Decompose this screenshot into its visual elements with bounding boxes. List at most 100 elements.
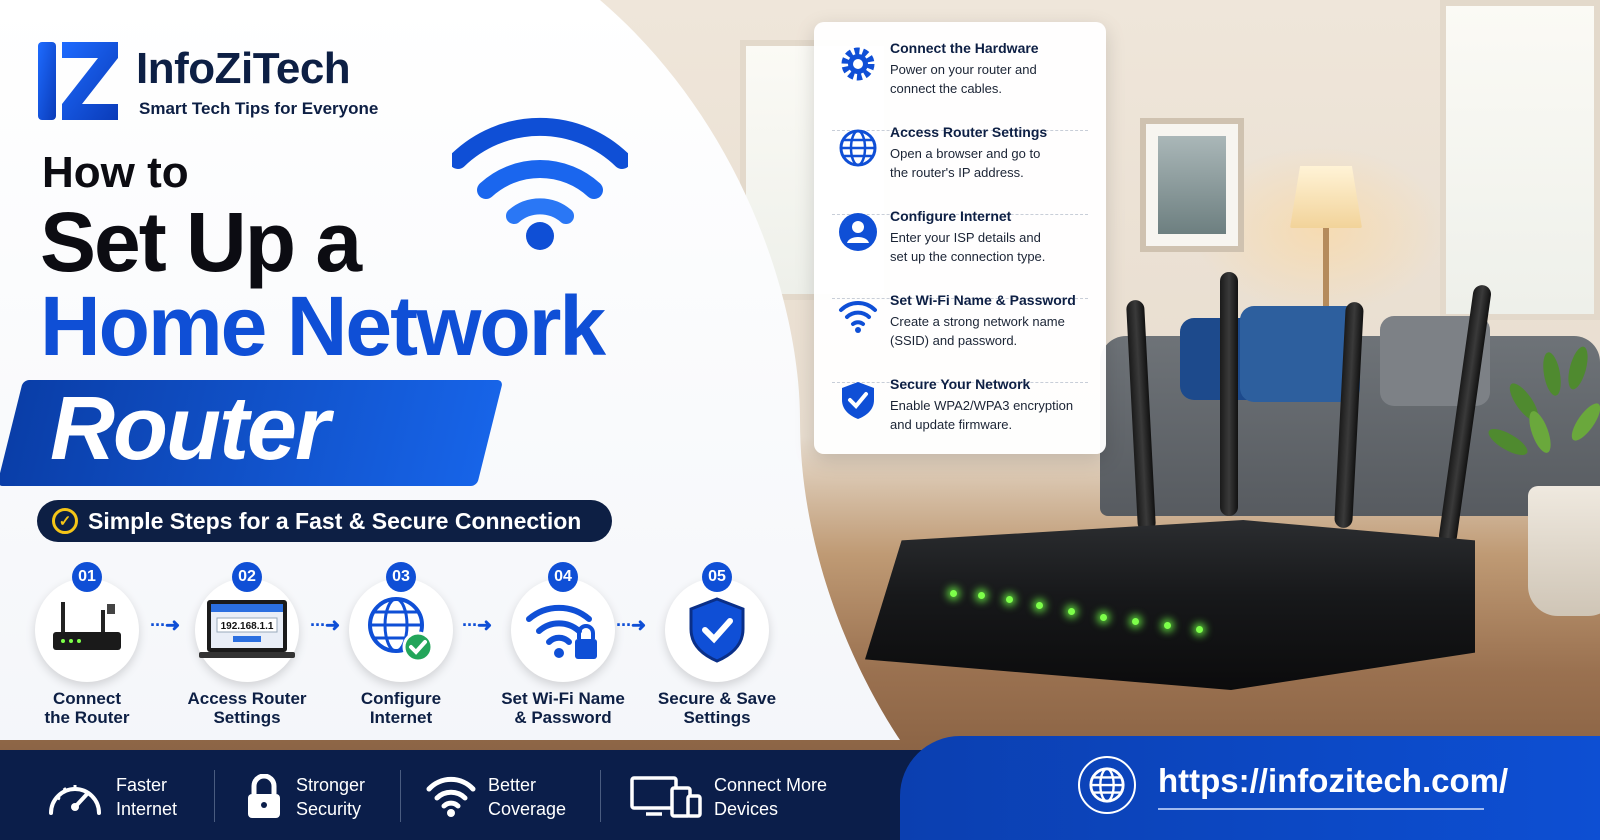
step-icon-circle	[349, 578, 453, 682]
step-icon-circle	[511, 578, 615, 682]
wifi-icon	[839, 300, 877, 333]
window	[1440, 0, 1600, 320]
router-led	[1132, 618, 1139, 625]
card-desc-line: the router's IP address.	[890, 165, 1024, 180]
feature-line: Internet	[116, 799, 178, 819]
card-item-title: Secure Your Network	[890, 376, 1031, 392]
router-led	[1036, 602, 1043, 609]
router-led	[978, 592, 985, 599]
divider	[832, 130, 1088, 131]
router-antenna	[1220, 272, 1238, 516]
card-desc-line: and update firmware.	[890, 417, 1013, 432]
card-item-desc: Create a strong network name (SSID) and p…	[890, 312, 1090, 350]
router-icon	[53, 602, 121, 650]
step-label-line: & Password	[514, 707, 612, 727]
step-label-line: Internet	[369, 707, 433, 727]
divider	[600, 770, 601, 822]
step-5: 05 Secure & Save Settings	[642, 562, 792, 727]
card-item-desc: Enter your ISP details and set up the con…	[890, 228, 1090, 266]
step-icon-circle	[665, 578, 769, 682]
feature-line: Security	[296, 799, 362, 819]
lock-icon	[248, 774, 280, 818]
website-link[interactable]: https://infozitech.com/	[1158, 762, 1509, 799]
step-label: Access Router Settings	[172, 689, 322, 727]
wifi-lock-icon	[526, 604, 597, 659]
step-number: 05	[702, 562, 732, 592]
feature-line: Stronger	[296, 775, 366, 795]
card-item: Connect the Hardware Power on your route…	[832, 40, 1092, 120]
globe-icon	[839, 129, 877, 167]
devices-icon	[630, 776, 702, 818]
step-label-line: Configure	[360, 689, 442, 708]
step-number: 03	[386, 562, 416, 592]
pillow	[1240, 306, 1360, 402]
footer-url-panel	[900, 736, 1600, 840]
card-item-title: Set Wi-Fi Name & Password	[890, 292, 1076, 308]
router-led	[1100, 614, 1107, 621]
card-desc-line: Enter your ISP details and	[890, 230, 1041, 245]
step-label-line: Access Router	[187, 689, 307, 708]
divider	[832, 298, 1088, 299]
user-icon	[839, 213, 877, 251]
card-desc-line: Power on your router and	[890, 62, 1037, 77]
speedometer-icon	[49, 785, 101, 815]
router	[865, 520, 1475, 690]
feature-line: Better	[488, 775, 537, 795]
card-desc-line: Create a strong network name	[890, 314, 1065, 329]
link-underline	[1158, 808, 1484, 810]
step-3: 03 Configure Internet	[326, 562, 476, 727]
arrow-icon: ···➜	[310, 615, 340, 635]
headline-line-4: Router	[50, 379, 330, 479]
card-desc-line: (SSID) and password.	[890, 333, 1018, 348]
step-label-line: Set Wi-Fi Name	[501, 689, 625, 708]
headline-line-1: How to	[42, 148, 189, 197]
step-label-line: Connect	[53, 689, 121, 708]
step-label: Secure & Save Settings	[642, 689, 792, 727]
laptop-icon: 192.168.1.1	[199, 600, 295, 658]
lamp-stand	[1323, 228, 1329, 348]
step-label-line: Settings	[213, 707, 281, 727]
step-label: Configure Internet	[326, 689, 476, 727]
card-item-desc: Enable WPA2/WPA3 encryption and update fi…	[890, 396, 1090, 434]
step-label-line: the Router	[44, 707, 130, 727]
divider	[400, 770, 401, 822]
feature-line: Faster	[116, 775, 168, 795]
logo-icon	[38, 42, 118, 120]
headline-line-2: Set Up a	[40, 195, 362, 289]
step-4: 04 Set Wi-Fi Name & Password	[488, 562, 638, 727]
card-item: Configure Internet Enter your ISP detail…	[832, 208, 1092, 288]
card-desc-line: set up the connection type.	[890, 249, 1046, 264]
step-label-line: Settings	[683, 707, 751, 727]
card-desc-line: Enable WPA2/WPA3 encryption	[890, 398, 1074, 413]
card-item-title: Access Router Settings	[890, 124, 1048, 140]
divider	[832, 214, 1088, 215]
arrow-icon: ···➜	[616, 615, 646, 635]
arrow-icon: ···➜	[462, 615, 492, 635]
divider	[214, 770, 215, 822]
feature-line: Connect More	[714, 775, 828, 795]
steps-card: Connect the Hardware Power on your route…	[814, 22, 1106, 454]
wifi-icon	[452, 117, 628, 250]
card-item: Set Wi-Fi Name & Password Create a stron…	[832, 292, 1092, 372]
step-label: Connect the Router	[12, 689, 162, 727]
shield-icon	[842, 382, 874, 419]
feature-line: Coverage	[488, 799, 567, 819]
check-icon: ✓	[52, 508, 78, 534]
subtitle-pill: ✓ Simple Steps for a Fast & Secure Conne…	[37, 500, 612, 542]
wall-picture	[1140, 118, 1244, 252]
router-led	[1196, 626, 1203, 633]
headline-line-3: Home Network	[40, 279, 606, 373]
wifi-icon	[426, 776, 476, 817]
globe-check-icon	[368, 597, 434, 663]
brand-tagline: Smart Tech Tips for Everyone	[139, 99, 379, 118]
divider	[832, 382, 1088, 383]
step-label-line: Secure & Save	[657, 689, 777, 708]
shield-check-icon	[689, 597, 745, 663]
